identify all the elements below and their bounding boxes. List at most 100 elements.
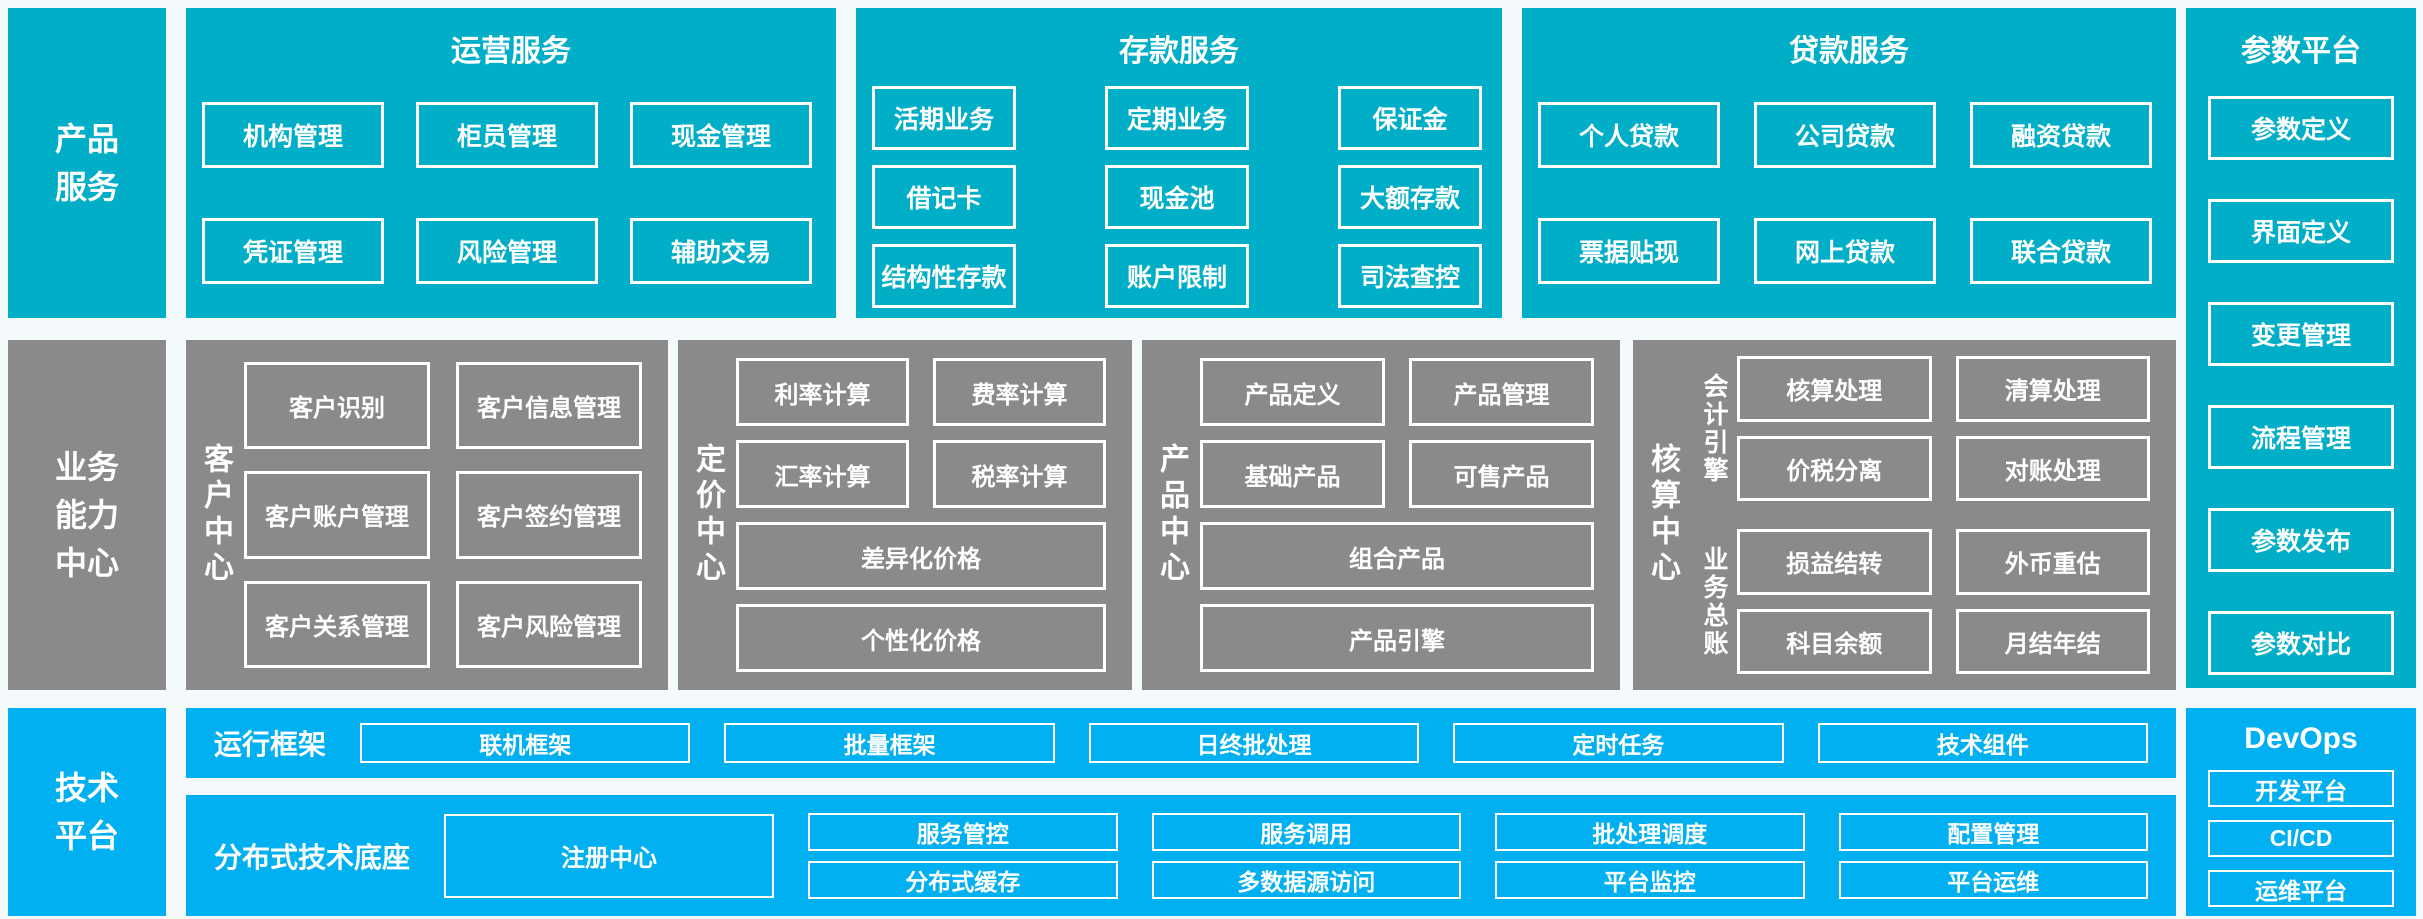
distributed-column: 配置管理 平台运维 xyxy=(1838,812,2149,899)
customer-center-label: 客户中心 xyxy=(199,443,232,587)
panel-devops: DevOps 开发平台 CI/CD 运维平台 xyxy=(2186,708,2416,916)
module-box: 多数据源访问 xyxy=(1151,860,1462,899)
devops-title: DevOps xyxy=(2244,722,2358,755)
module-box: 活期业务 xyxy=(872,86,1016,150)
module-box: 外币重估 xyxy=(1955,529,2150,595)
panel-accounting-center: 核算中心 会计引擎 核算处理 清算处理 价税分离 对账处理 业务总账 损益结转 … xyxy=(1633,340,2176,690)
customer-center-grid: 客户识别 客户信息管理 客户账户管理 客户签约管理 客户关系管理 客户风险管理 xyxy=(244,340,668,690)
module-box: 客户账户管理 xyxy=(244,471,430,559)
module-box: 损益结转 xyxy=(1737,529,1932,595)
module-box: 平台监控 xyxy=(1495,860,1805,899)
module-box: 运维平台 xyxy=(2208,870,2394,907)
module-box: 辅助交易 xyxy=(630,218,812,284)
module-box: 个人贷款 xyxy=(1538,102,1720,168)
module-box: 服务调用 xyxy=(1151,812,1462,851)
module-box: 融资贷款 xyxy=(1970,102,2152,168)
module-box: 月结年结 xyxy=(1955,608,2150,674)
module-box: 司法查控 xyxy=(1338,244,1482,308)
panel-operations-services: 运营服务 机构管理 柜员管理 现金管理 凭证管理 风险管理 辅助交易 xyxy=(186,8,836,318)
module-box: 产品定义 xyxy=(1200,358,1385,426)
module-box: 产品管理 xyxy=(1409,358,1594,426)
deposit-services-title: 存款服务 xyxy=(1119,35,1239,68)
module-box: 技术组件 xyxy=(1817,723,2148,763)
module-box: 客户识别 xyxy=(244,362,430,450)
module-box: 个性化价格 xyxy=(736,604,1106,672)
rail-business-capability-center: 业务能力中心 xyxy=(8,340,166,690)
accounting-engine-label: 会计引擎 xyxy=(1700,372,1728,485)
module-box: 结构性存款 xyxy=(872,244,1016,308)
module-box: 基础产品 xyxy=(1200,440,1385,508)
parameter-platform-title: 参数平台 xyxy=(2241,35,2361,68)
panel-deposit-services: 存款服务 活期业务 定期业务 保证金 借记卡 现金池 大额存款 结构性存款 账户… xyxy=(856,8,1502,318)
parameter-platform-list: 参数定义 界面定义 变更管理 流程管理 参数发布 参数对比 xyxy=(2186,70,2416,675)
module-box: 核算处理 xyxy=(1737,356,1932,422)
panel-pricing-center: 定价中心 利率计算 费率计算 汇率计算 税率计算 差异化价格 个性化价格 xyxy=(678,340,1132,690)
operations-services-grid: 机构管理 柜员管理 现金管理 凭证管理 风险管理 辅助交易 xyxy=(186,70,836,284)
module-box: 开发平台 xyxy=(2208,770,2394,807)
deposit-services-grid: 活期业务 定期业务 保证金 借记卡 现金池 大额存款 结构性存款 账户限制 司法… xyxy=(856,70,1502,308)
panel-parameter-platform: 参数平台 参数定义 界面定义 变更管理 流程管理 参数发布 参数对比 xyxy=(2186,8,2416,688)
rail-product-services-label: 产品服务 xyxy=(54,121,119,205)
module-box: 产品引擎 xyxy=(1200,604,1594,672)
module-box: 流程管理 xyxy=(2208,405,2394,469)
module-box: 界面定义 xyxy=(2208,199,2394,263)
panel-product-center: 产品中心 产品定义 产品管理 基础产品 可售产品 组合产品 产品引擎 xyxy=(1142,340,1620,690)
module-box: 定期业务 xyxy=(1105,86,1249,150)
business-ledger-label: 业务总账 xyxy=(1700,545,1728,658)
module-box: 组合产品 xyxy=(1200,522,1594,590)
runtime-framework-label: 运行框架 xyxy=(214,729,327,760)
module-box: 利率计算 xyxy=(736,358,909,426)
module-box: 票据贴现 xyxy=(1538,218,1720,284)
accounting-engine-group: 会计引擎 核算处理 清算处理 价税分离 对账处理 xyxy=(1691,356,2150,501)
module-box: 参数对比 xyxy=(2208,611,2394,675)
loan-services-title: 贷款服务 xyxy=(1789,35,1909,68)
loan-services-grid: 个人贷款 公司贷款 融资贷款 票据贴现 网上贷款 联合贷款 xyxy=(1522,70,2176,284)
module-box: 大额存款 xyxy=(1338,165,1482,229)
business-ledger-grid: 损益结转 外币重估 科目余额 月结年结 xyxy=(1737,529,2150,674)
module-box: 联合贷款 xyxy=(1970,218,2152,284)
band-runtime-framework: 运行框架 联机框架 批量框架 日终批处理 定时任务 技术组件 xyxy=(186,708,2176,778)
rail-business-capability-label: 业务能力中心 xyxy=(54,449,119,581)
panel-customer-center: 客户中心 客户识别 客户信息管理 客户账户管理 客户签约管理 客户关系管理 客户… xyxy=(186,340,668,690)
module-box: 联机框架 xyxy=(360,723,691,763)
module-box: 账户限制 xyxy=(1105,244,1249,308)
module-box: 批处理调度 xyxy=(1495,812,1805,851)
rail-technology-platform-label: 技术平台 xyxy=(54,770,119,854)
module-box: 现金池 xyxy=(1105,165,1249,229)
product-center-grid: 产品定义 产品管理 基础产品 可售产品 组合产品 产品引擎 xyxy=(1200,340,1620,690)
module-box: 凭证管理 xyxy=(202,218,384,284)
module-box: CI/CD xyxy=(2208,820,2394,857)
module-box: 变更管理 xyxy=(2208,302,2394,366)
module-box: 机构管理 xyxy=(202,102,384,168)
module-box: 客户关系管理 xyxy=(244,580,430,668)
module-box: 价税分离 xyxy=(1737,435,1932,501)
module-box: 网上贷款 xyxy=(1754,218,1936,284)
module-box: 汇率计算 xyxy=(736,440,909,508)
rail-product-services: 产品服务 xyxy=(8,8,166,318)
module-box: 差异化价格 xyxy=(736,522,1106,590)
accounting-engine-grid: 核算处理 清算处理 价税分离 对账处理 xyxy=(1737,356,2150,501)
module-box: 配置管理 xyxy=(1838,812,2149,851)
module-box: 服务管控 xyxy=(808,812,1118,851)
module-box: 平台运维 xyxy=(1838,860,2149,899)
operations-services-title: 运营服务 xyxy=(451,35,571,68)
distributed-column: 批处理调度 平台监控 xyxy=(1495,812,1805,899)
module-box: 客户信息管理 xyxy=(456,362,642,450)
devops-list: 开发平台 CI/CD 运维平台 xyxy=(2186,756,2416,907)
module-box: 费率计算 xyxy=(933,358,1106,426)
registry-center-box: 注册中心 xyxy=(444,813,775,898)
module-box: 借记卡 xyxy=(872,165,1016,229)
product-center-label: 产品中心 xyxy=(1155,443,1188,587)
panel-loan-services: 贷款服务 个人贷款 公司贷款 融资贷款 票据贴现 网上贷款 联合贷款 xyxy=(1522,8,2176,318)
accounting-center-body: 会计引擎 核算处理 清算处理 价税分离 对账处理 业务总账 损益结转 外币重估 … xyxy=(1691,340,2176,690)
module-box: 柜员管理 xyxy=(416,102,598,168)
module-box: 风险管理 xyxy=(416,218,598,284)
module-box: 客户风险管理 xyxy=(456,580,642,668)
pricing-center-label: 定价中心 xyxy=(691,443,724,587)
module-box: 分布式缓存 xyxy=(808,860,1118,899)
module-box: 清算处理 xyxy=(1955,356,2150,422)
module-box: 对账处理 xyxy=(1955,435,2150,501)
accounting-center-label: 核算中心 xyxy=(1646,443,1679,587)
module-box: 保证金 xyxy=(1338,86,1482,150)
